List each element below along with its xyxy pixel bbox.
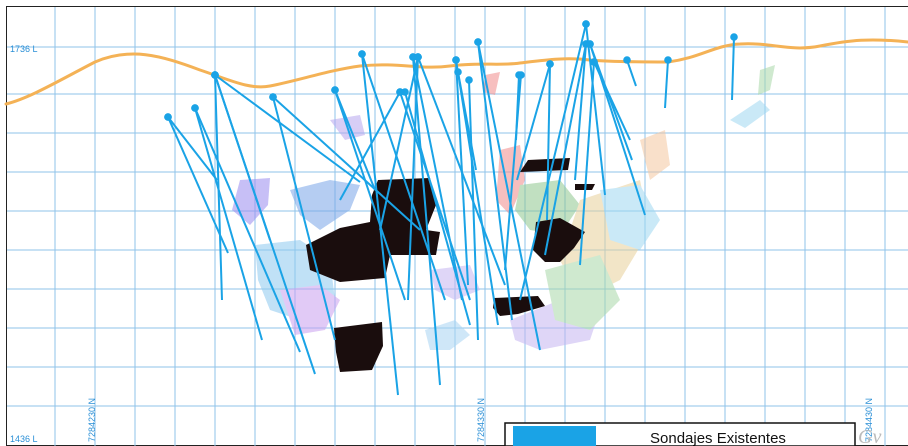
legend-label: Sondajes Existentes — [650, 430, 786, 446]
drillhole-trace — [412, 56, 463, 301]
drillhole-trace — [579, 61, 595, 266]
drillhole-trace — [585, 23, 606, 196]
northing-label-1: 7284230 N — [87, 398, 97, 442]
drillhole-trace — [731, 36, 735, 101]
drillhole-trace — [477, 41, 513, 321]
level-label-bottom: 1436 L — [10, 434, 38, 444]
drillhole-trace — [519, 23, 587, 301]
drillhole-trace — [455, 59, 469, 286]
drillhole-collar — [269, 93, 277, 101]
drillhole-collar — [452, 56, 460, 64]
drillhole-trace — [546, 63, 551, 221]
drillhole-collar — [623, 56, 631, 64]
drillhole-trace — [412, 56, 441, 386]
drillhole-collar — [730, 33, 738, 41]
drillhole-trace — [272, 96, 421, 231]
drillhole-collar — [582, 20, 590, 28]
drillhole-trace — [334, 89, 376, 191]
drillhole-collar — [465, 76, 473, 84]
drillholes — [164, 20, 738, 396]
drillhole-trace — [457, 71, 477, 171]
northing-label-2: 7284330 N — [476, 398, 486, 442]
drillhole-collar — [517, 71, 525, 79]
orebody-blocks — [306, 158, 595, 372]
drillhole-trace — [214, 74, 271, 241]
drillhole-trace — [477, 41, 541, 351]
watermark-logo: Gv — [858, 426, 881, 446]
drillhole-collar — [590, 58, 598, 66]
drillhole-collar — [191, 104, 199, 112]
drillhole-collar — [211, 71, 219, 79]
drillhole-trace — [407, 56, 419, 301]
drillhole-collar — [414, 53, 422, 61]
legend: Sondajes Existentes — [504, 422, 856, 446]
drillhole-trace — [504, 74, 522, 271]
drillhole-trace — [516, 63, 551, 181]
grid-lines — [7, 7, 908, 446]
drillhole-collar — [454, 68, 462, 76]
drillhole-trace — [339, 91, 401, 201]
legend-swatch — [513, 426, 596, 446]
drillhole-trace — [544, 43, 587, 256]
drillhole-trace — [167, 116, 229, 254]
drillhole-collar — [546, 60, 554, 68]
drillhole-collar — [331, 86, 339, 94]
drillhole-collar — [474, 38, 482, 46]
drillhole-trace — [626, 59, 637, 87]
drillhole-trace — [468, 79, 479, 341]
drillhole-collar — [401, 88, 409, 96]
drillhole-collar — [164, 113, 172, 121]
level-label-top: 1736 L — [10, 44, 38, 54]
drillhole-collar — [586, 40, 594, 48]
drillhole-trace — [593, 61, 631, 141]
drillhole-trace — [379, 56, 419, 231]
drillhole-trace — [272, 96, 336, 341]
drillhole-trace — [214, 74, 223, 301]
drillhole-trace — [361, 53, 446, 301]
drillhole-trace — [194, 107, 301, 353]
drillhole-trace — [334, 89, 406, 301]
drillhole-trace — [574, 43, 587, 181]
drillhole-trace — [664, 59, 669, 109]
drillhole-collar — [664, 56, 672, 64]
drillhole-trace — [214, 74, 361, 183]
drillhole-trace — [194, 107, 263, 341]
northing-label-3: 7284430 N — [864, 398, 874, 442]
drillhole-collar — [358, 50, 366, 58]
drillhole-trace — [167, 116, 218, 181]
drillhole-trace — [361, 53, 399, 396]
topography-line — [4, 38, 908, 106]
